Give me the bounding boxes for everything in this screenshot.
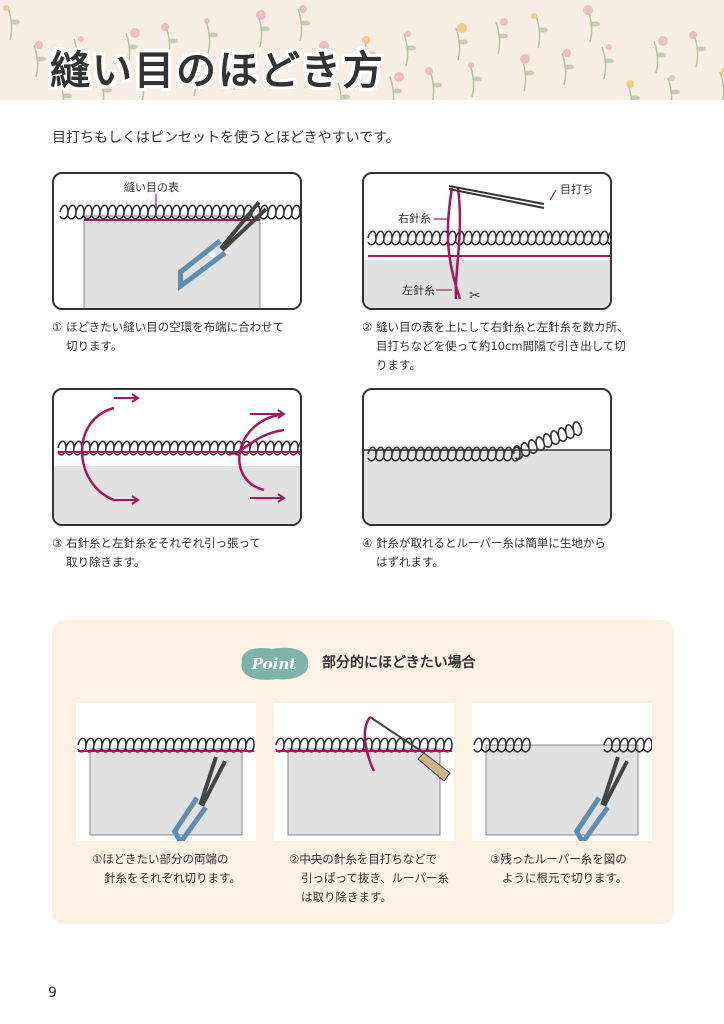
- left-thread-label: 左針糸: [402, 283, 435, 297]
- point-heading: 部分的にほどきたい場合: [322, 655, 476, 671]
- pulled-thread: [80, 406, 115, 502]
- step-2-caption: ② 縫い目の表を上にして右針糸と左針糸を数カ所、 目打ちなどを使って約10cm間…: [362, 320, 629, 372]
- partial-step-1-caption: ①ほどきたい部分の両端の 針糸をそれぞれ切ります。: [92, 852, 241, 885]
- stitch-row: [367, 230, 610, 246]
- intro-text: 目打ちもしくはピンセットを使うとほどきやすいです。: [52, 130, 400, 146]
- partial-step-3-caption: ③残ったルーパー糸を図の ように根元で切ります。: [490, 852, 628, 885]
- partial-step-3-illustration: [472, 703, 652, 841]
- svg-text:Point: Point: [251, 655, 296, 673]
- step-2-illustration: 目打ち 右針糸 左針糸 ✂: [362, 172, 612, 310]
- right-thread-label: 右針糸: [398, 211, 431, 225]
- page-number: 9: [48, 985, 57, 1001]
- seam-face-label: 縫い目の表: [124, 180, 179, 194]
- header-banner: 縫い目のほどき方: [0, 0, 724, 100]
- partial-step-2-caption: ②中央の針糸を目打ちなどで 引っぱって抜き、ルーパー糸 は取り除きます。: [289, 852, 450, 904]
- step-3-illustration: [52, 388, 302, 526]
- scissors-icon: [573, 756, 629, 841]
- awl-icon: [448, 185, 545, 205]
- step-4-illustration: [362, 388, 612, 526]
- floral-pattern: [3, 5, 724, 100]
- step-4-caption: ④ 針糸が取れるとルーパー糸は簡単に生地から はずれます。: [362, 536, 606, 569]
- scissors-icon: [178, 200, 268, 292]
- page-title: 縫い目のほどき方: [50, 48, 385, 94]
- point-badge: Point: [241, 647, 309, 680]
- step-1-caption: ① ほどきたい縫い目の空環を布端に合わせて 切ります。: [52, 320, 285, 353]
- stitch-row: [57, 440, 300, 456]
- partial-step-1-illustration: [76, 703, 256, 841]
- partial-step-2-illustration: [274, 703, 454, 841]
- scissors-icon: [171, 756, 227, 841]
- scissors-icon: ✂: [469, 288, 481, 304]
- awl-label: 目打ち: [560, 182, 593, 196]
- step-3-caption: ③ 右針糸と左針糸をそれぞれ引っ張って 取り除きます。: [52, 536, 261, 569]
- arrow-icon: [131, 393, 140, 403]
- step-1-illustration: 縫い目の表: [52, 172, 302, 310]
- awl-icon: [369, 716, 425, 754]
- stitch-row: [59, 204, 300, 220]
- left-needle-thread: [454, 187, 462, 300]
